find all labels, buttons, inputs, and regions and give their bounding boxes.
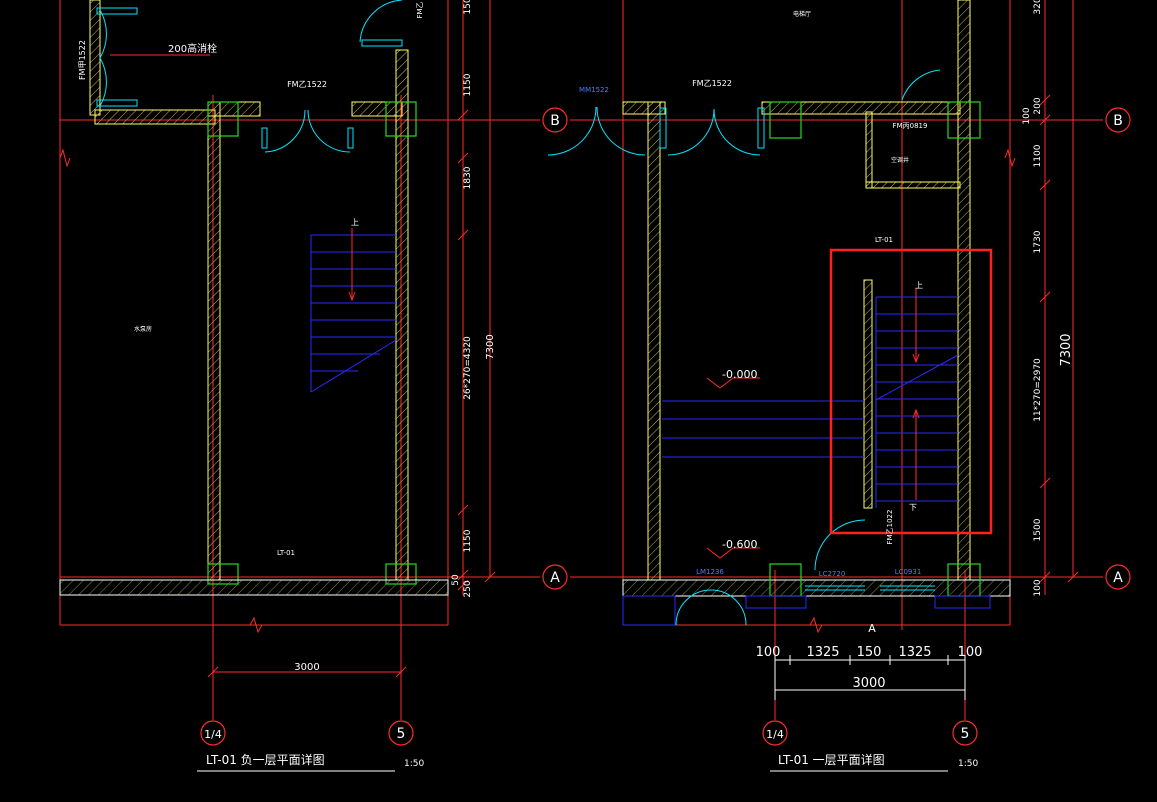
- label-door-outer: MM1522: [579, 86, 609, 94]
- label-room: 水泵房: [134, 325, 152, 333]
- dim-v-1150-bottom: 1150: [463, 529, 473, 552]
- right-scale: 1:50: [958, 759, 978, 769]
- label-door-top-right: FM乙1522: [692, 79, 732, 88]
- axis-b-right: B: [1113, 113, 1123, 129]
- dim-v-r-total: 7300: [1059, 333, 1074, 366]
- label-stair-right: LT-01: [875, 236, 893, 244]
- label-down-right: 下: [909, 503, 917, 512]
- level-0600: -0.600: [722, 538, 757, 551]
- right-title: LT-01 一层平面详图: [778, 752, 885, 767]
- label-door-far-top: FM乙: [416, 1, 424, 18]
- label-fire-hydrant: 200高消栓: [168, 42, 217, 55]
- dim-v-r-100-top: 100: [1022, 107, 1032, 124]
- level-0000: -0.000: [722, 368, 757, 381]
- axis-14-right: 1/4: [766, 728, 784, 741]
- dim-v-250: 250: [463, 580, 473, 597]
- axis-b-left: B: [550, 113, 560, 129]
- dim-v-50: 50: [451, 574, 461, 586]
- label-door-top-left: FM甲1522: [78, 40, 87, 80]
- dim-h-100-b: 100: [958, 645, 983, 660]
- dim-h-1325-b: 1325: [898, 645, 931, 660]
- dim-v-r-1100: 1100: [1033, 144, 1043, 167]
- left-title: LT-01 负一层平面详图: [206, 752, 325, 767]
- dim-v-r-1730: 1730: [1033, 230, 1043, 253]
- label-room-top: 电梯厅: [793, 10, 811, 18]
- label-room-small: 空调井: [891, 156, 909, 164]
- dim-v-r-200: 200: [1033, 97, 1043, 114]
- left-scale: 1:50: [404, 759, 424, 769]
- axis-a-left: A: [550, 570, 560, 586]
- highlight-box: [829, 248, 993, 535]
- entry-steps: [662, 400, 864, 458]
- dim-v-r-320: 320: [1033, 0, 1043, 15]
- label-window-right: LC0931: [895, 568, 922, 576]
- dim-v-stairs: 26*270=4320: [463, 336, 473, 400]
- right-plan: [547, 0, 1079, 772]
- dim-h-1325-a: 1325: [806, 645, 839, 660]
- label-stair: LT-01: [277, 549, 295, 557]
- axis-bubble-labels: B B A A 1/4 5 1/4 5: [204, 113, 1123, 742]
- axis-14-left: 1/4: [204, 728, 222, 741]
- dim-v-1830: 1830: [463, 166, 473, 189]
- right-stair: [875, 296, 959, 508]
- axis-bubbles: [200, 107, 1131, 746]
- section-mark: A: [868, 622, 876, 635]
- dim-width-right: 3000: [852, 676, 885, 691]
- axis-a-right: A: [1113, 570, 1123, 586]
- dim-v-r-1500: 1500: [1033, 518, 1043, 541]
- dim-width: 3000: [294, 662, 319, 673]
- dim-h-100-a: 100: [756, 645, 781, 660]
- axis-5-left: 5: [397, 726, 406, 742]
- dim-v-150: 150: [463, 0, 473, 15]
- dim-h-150: 150: [857, 645, 882, 660]
- label-up-right: 上: [915, 281, 923, 290]
- label-door-room: FM丙0819: [893, 122, 928, 130]
- left-stair: [310, 234, 397, 393]
- dim-v-total: 7300: [485, 334, 496, 359]
- label-door-top: FM乙1522: [287, 80, 327, 89]
- left-plan: [59, 0, 496, 772]
- dim-v-1150-top: 1150: [463, 73, 473, 96]
- label-window-left: LM1236: [696, 568, 724, 576]
- dim-v-r-100-bottom: 100: [1033, 579, 1043, 596]
- axis-5-right: 5: [961, 726, 970, 742]
- label-door-side: FM乙1022: [886, 510, 894, 545]
- dim-v-r-stairs: 11*270=2970: [1033, 358, 1043, 422]
- label-window-mid: LC2720: [819, 570, 846, 578]
- label-up: 上: [351, 218, 359, 227]
